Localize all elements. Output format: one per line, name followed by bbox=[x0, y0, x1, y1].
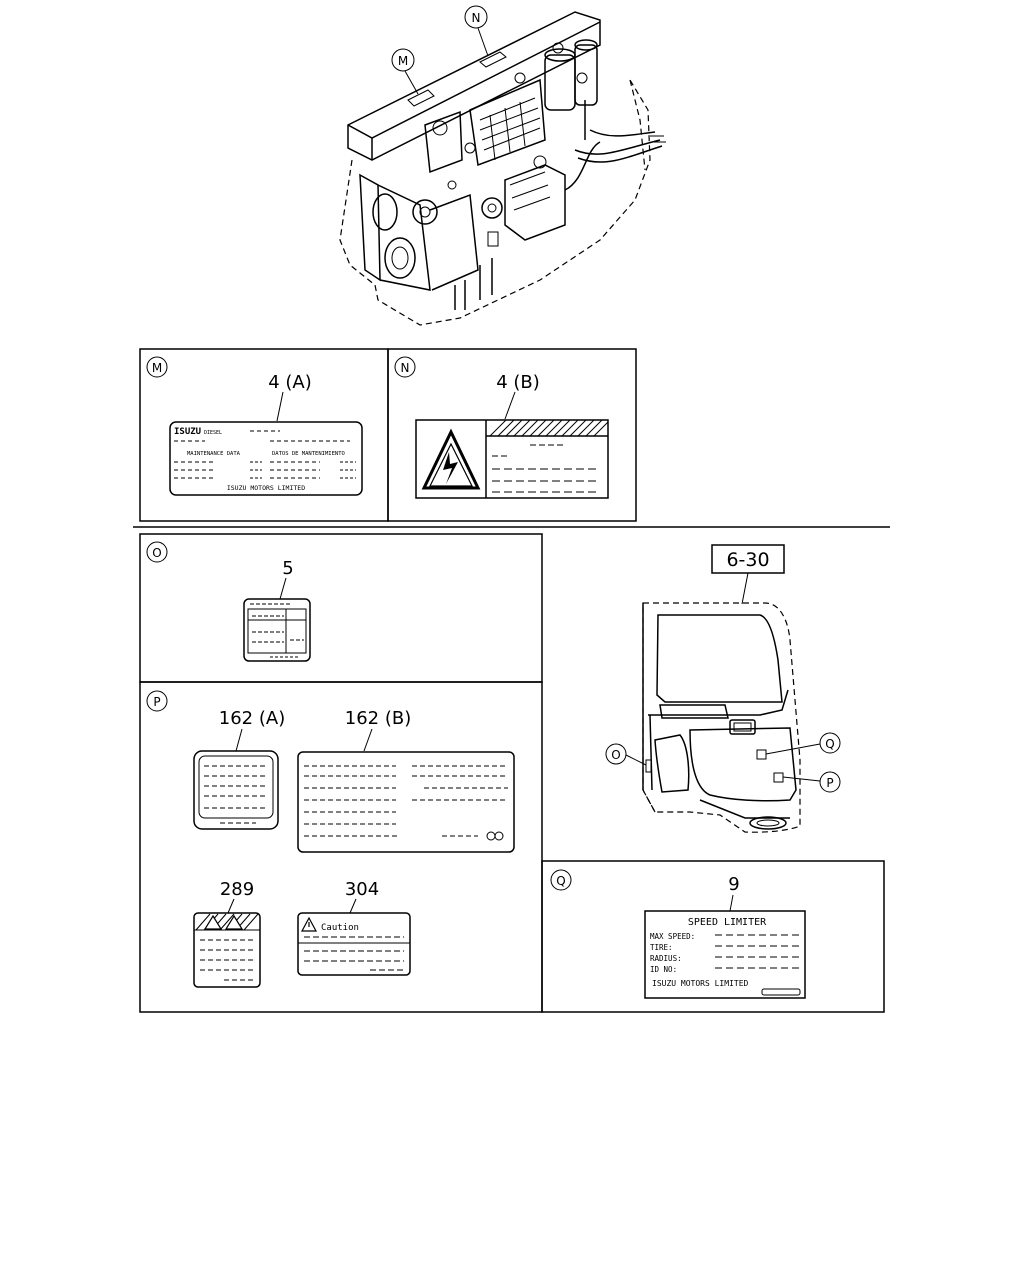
label-304-caution: Caution bbox=[321, 923, 359, 933]
label-9-title: SPEED LIMITER bbox=[688, 917, 767, 928]
label-5-shape bbox=[243, 598, 311, 662]
engine-illustration bbox=[339, 11, 666, 326]
engine-callout-m-text: M bbox=[398, 54, 408, 68]
label-9-row4: ID NO: bbox=[650, 965, 677, 974]
panel-o-circle bbox=[146, 541, 168, 563]
label-304-shape bbox=[297, 912, 411, 976]
warning-triangle-small-icon bbox=[203, 914, 244, 930]
label-4a-col1: MAINTENANCE DATA bbox=[187, 451, 241, 457]
label-4a-col2: DATOS DE MANTENIMIENTO bbox=[272, 451, 345, 457]
panel-p-label: P bbox=[153, 695, 160, 709]
label-4b-shape bbox=[415, 419, 609, 499]
door-callout-q bbox=[765, 732, 841, 755]
panel-o-label: O bbox=[152, 546, 161, 560]
label-162b-shape bbox=[297, 751, 515, 853]
panel-q bbox=[541, 860, 885, 1013]
label-4a-footer: ISUZU MOTORS LIMITED bbox=[227, 484, 305, 492]
part-162a-label: 162 (A) bbox=[219, 708, 285, 729]
panel-p-circle bbox=[146, 690, 168, 712]
panel-m-label: M bbox=[152, 361, 162, 375]
part-6-30-label: 6-30 bbox=[726, 549, 769, 571]
engine-callout-n-text: N bbox=[472, 11, 481, 25]
label-9-shape bbox=[644, 910, 806, 999]
panel-q-label: Q bbox=[556, 874, 565, 888]
part-4a-label: 4 (A) bbox=[268, 372, 312, 393]
label-9-row3: RADIUS: bbox=[650, 954, 682, 963]
panel-p bbox=[139, 681, 543, 1013]
door-illustration bbox=[642, 602, 801, 833]
part-289-label: 289 bbox=[220, 879, 254, 900]
warning-triangle-icon bbox=[421, 428, 481, 490]
part-304-label: 304 bbox=[345, 879, 379, 900]
label-4a-brand: ISUZU bbox=[174, 427, 201, 437]
panel-m-circle bbox=[146, 356, 168, 378]
panel-q-circle bbox=[550, 869, 572, 891]
door-callout-o bbox=[605, 743, 647, 766]
label-162b-dashes bbox=[304, 765, 508, 837]
part-162b-label: 162 (B) bbox=[345, 708, 411, 729]
label-4b-dashes bbox=[492, 444, 600, 493]
door-callout-q-text: Q bbox=[825, 737, 834, 751]
panel-n bbox=[387, 348, 637, 522]
label-162a-shape bbox=[193, 750, 279, 830]
label-9-row1: MAX SPEED: bbox=[650, 932, 695, 941]
label-162a-dashes bbox=[204, 765, 268, 824]
part-5-label: 5 bbox=[282, 558, 293, 579]
label-304-dashes bbox=[304, 936, 404, 971]
label-289-dashes bbox=[200, 939, 254, 981]
engine-callout-n bbox=[464, 5, 489, 57]
label-4a-brand-sub: DIESEL bbox=[204, 430, 222, 436]
panel-n-label: N bbox=[401, 361, 410, 375]
label-9-footer: ISUZU MOTORS LIMITED bbox=[652, 979, 749, 988]
label-9-dashes bbox=[715, 934, 800, 969]
label-9-row2: TIRE: bbox=[650, 943, 673, 952]
label-289-shape bbox=[193, 912, 261, 988]
label-4a-dashes bbox=[174, 430, 356, 479]
part-9-label: 9 bbox=[728, 874, 739, 895]
door-callout-p-text: P bbox=[826, 776, 833, 790]
label-4b-hatch bbox=[489, 419, 609, 437]
panel-n-circle bbox=[394, 356, 416, 378]
infinity-icon bbox=[486, 831, 504, 841]
door-callout-p bbox=[782, 771, 841, 793]
label-5-dashes bbox=[250, 603, 304, 658]
label-4a-shape bbox=[169, 421, 363, 496]
engine-callout-m bbox=[391, 48, 419, 95]
caution-triangle-icon bbox=[300, 916, 318, 932]
door-callout-o-text: O bbox=[611, 748, 620, 762]
part-4b-label: 4 (B) bbox=[496, 372, 540, 393]
panel-o bbox=[139, 533, 543, 683]
